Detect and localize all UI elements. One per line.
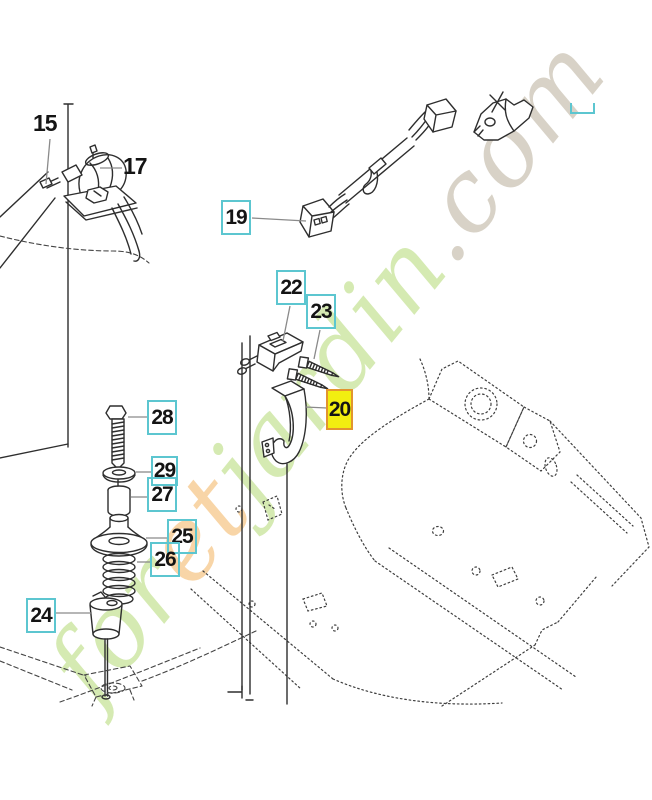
part-label-27[interactable]: 27 bbox=[147, 477, 177, 512]
mount-bracket-drawing bbox=[261, 380, 307, 465]
throttle-rod-drawing bbox=[227, 335, 288, 705]
part-label-29[interactable]: 29 bbox=[151, 456, 178, 486]
part-label-19[interactable]: 19 bbox=[221, 200, 251, 235]
bracket-plate-drawing bbox=[473, 91, 534, 141]
part-label-22[interactable]: 22 bbox=[276, 270, 306, 305]
spark-plug-cap-drawing bbox=[39, 144, 143, 262]
part-label-26[interactable]: 26 bbox=[150, 542, 180, 577]
valve-part-drawing bbox=[0, 591, 259, 707]
chassis-ghost-drawing bbox=[190, 358, 650, 707]
leader-lines bbox=[45, 138, 328, 614]
bolt-stack-drawing bbox=[90, 405, 148, 605]
part-label-23[interactable]: 23 bbox=[306, 294, 336, 329]
cropped-label-box bbox=[570, 103, 595, 114]
part-label-20-highlighted[interactable]: 20 bbox=[326, 389, 353, 430]
part-label-28[interactable]: 28 bbox=[147, 400, 177, 435]
wiring-harness-drawing bbox=[299, 98, 457, 238]
part-label-24[interactable]: 24 bbox=[26, 598, 56, 633]
part-label-15[interactable]: 15 bbox=[33, 110, 58, 136]
part-label-25[interactable]: 25 bbox=[167, 519, 197, 554]
stop-switch-drawing bbox=[236, 331, 304, 375]
handle-panel-drawing bbox=[0, 103, 150, 459]
part-label-17[interactable]: 17 bbox=[123, 153, 148, 179]
